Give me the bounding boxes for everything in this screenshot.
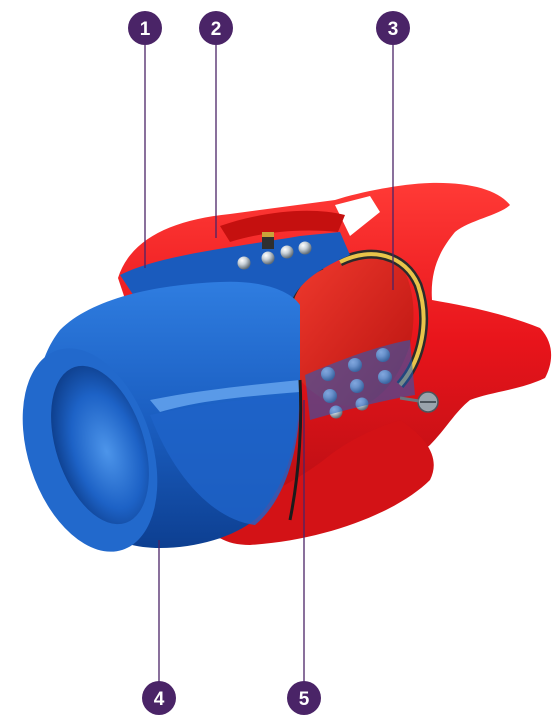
- callout-label-1: 1: [140, 19, 151, 40]
- ball: [262, 252, 275, 265]
- callout-2: 2: [199, 11, 233, 45]
- ball: [281, 246, 294, 259]
- callout-label-4: 4: [154, 689, 165, 710]
- ball: [299, 242, 312, 255]
- ball: [238, 257, 251, 270]
- callout-5: 5: [287, 681, 321, 715]
- top-pin: [262, 236, 274, 249]
- callout-label-2: 2: [211, 19, 222, 40]
- callout-4: 4: [142, 681, 176, 715]
- callout-1: 1: [128, 11, 162, 45]
- callout-label-5: 5: [299, 689, 310, 710]
- callout-label-3: 3: [388, 19, 399, 40]
- callout-3: 3: [376, 11, 410, 45]
